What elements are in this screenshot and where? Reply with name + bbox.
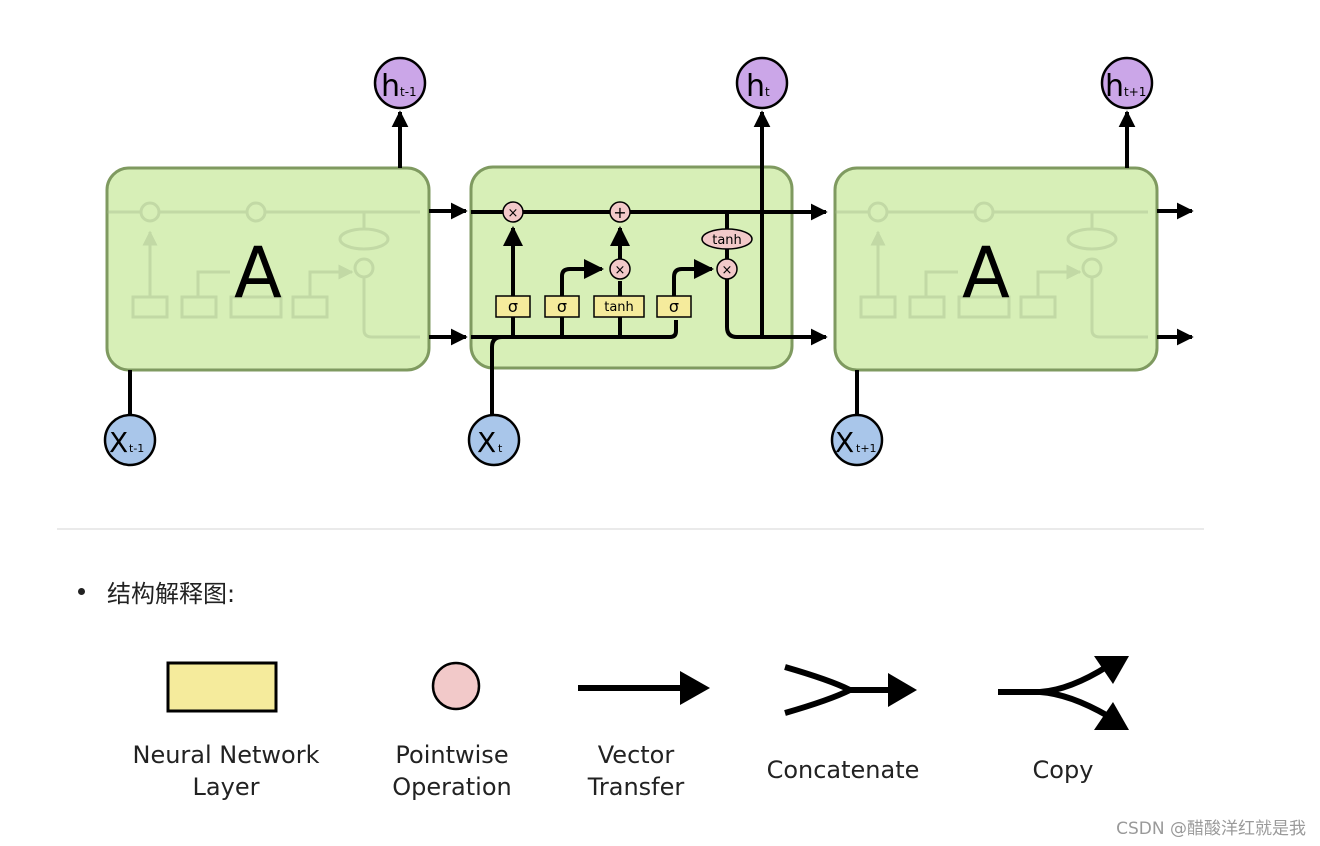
csdn-watermark: CSDN @醋酸洋红就是我 [1116,819,1306,839]
legend-concatenate-label: Concatenate [767,756,920,784]
legend-copy-label: Copy [1033,756,1094,784]
svg-text:t-1: t-1 [129,442,144,455]
bullet-dot-icon [78,588,85,595]
lstm-cell-right: A [833,166,1159,372]
svg-text:h: h [381,69,400,104]
add-op: + [609,201,631,223]
legend-vector-transfer: Vector Transfer [578,671,710,801]
legend-neural-layer: Neural Network Layer [132,661,320,801]
cell-right-label: A [962,232,1010,314]
tanh-pointwise-op: tanh [701,228,753,250]
legend-neural-label-1: Neural Network [132,741,319,769]
x-nodes: X t-1 X t X t+1 [103,413,884,467]
pointwise-swatch [431,661,481,711]
x-next-node: X t+1 [830,413,884,467]
h-prev-node: h t-1 [373,56,427,110]
legend-vector-label-2: Transfer [587,773,685,801]
legend-pointwise-label-2: Operation [392,773,511,801]
x-cur-node: X t [467,413,521,467]
neural-layer-swatch [166,661,278,713]
svg-text:tanh: tanh [604,300,634,315]
cell-left-label: A [234,232,282,314]
legend-neural-label-2: Layer [193,773,260,801]
output-multiply-op: × [716,258,738,280]
h-cur-node: h t [735,56,789,110]
svg-text:σ: σ [508,297,518,316]
output-gate-layer: σ [656,295,692,318]
copy-icon [998,663,1110,695]
middle-internals [471,110,828,415]
legend: Neural Network Layer Pointwise Operation… [132,656,1129,801]
h-nodes: h t-1 h t h t+1 [373,56,1154,110]
svg-text:t: t [765,85,770,99]
faded-internals-right [835,201,1148,339]
svg-text:×: × [615,263,626,278]
structure-bullet: 结构解释图: [78,574,235,609]
svg-text:h: h [746,69,765,104]
forget-gate-layer: σ [495,295,531,318]
input-gate-layer: σ [544,295,580,318]
concatenate-icon [784,664,857,716]
x-prev-node: X t-1 [103,413,157,467]
svg-text:X: X [477,426,496,459]
svg-text:+: + [613,203,626,222]
faded-internals-left [107,201,420,339]
svg-text:h: h [1105,69,1124,104]
svg-text:t+1: t+1 [1124,85,1146,99]
legend-vector-label-1: Vector [598,741,675,769]
legend-copy: Copy [998,656,1129,784]
svg-text:×: × [722,263,733,278]
svg-text:t+1: t+1 [856,442,877,455]
svg-text:t-1: t-1 [400,85,417,99]
legend-pointwise: Pointwise Operation [392,661,512,801]
pointwise-ops: × + × × tanh [502,201,753,280]
structure-bullet-text: 结构解释图: [107,580,236,608]
svg-text:tanh: tanh [712,233,742,248]
svg-text:σ: σ [669,297,679,316]
forget-multiply-op: × [502,201,524,223]
h-next-node: h t+1 [1100,56,1154,110]
svg-text:×: × [508,206,519,221]
vector-arrow-icon [680,671,710,705]
candidate-tanh-layer: tanh [593,295,645,318]
input-multiply-op: × [609,258,631,280]
svg-text:σ: σ [557,297,567,316]
inter-cell-arrows [128,110,1194,415]
svg-text:X: X [109,426,128,459]
svg-text:X: X [835,426,854,459]
nn-layers: σ σ tanh σ [495,295,692,318]
legend-concatenate: Concatenate [767,664,920,784]
lstm-cell-left: A [105,166,431,372]
svg-text:t: t [498,442,503,455]
legend-pointwise-label-1: Pointwise [395,741,508,769]
